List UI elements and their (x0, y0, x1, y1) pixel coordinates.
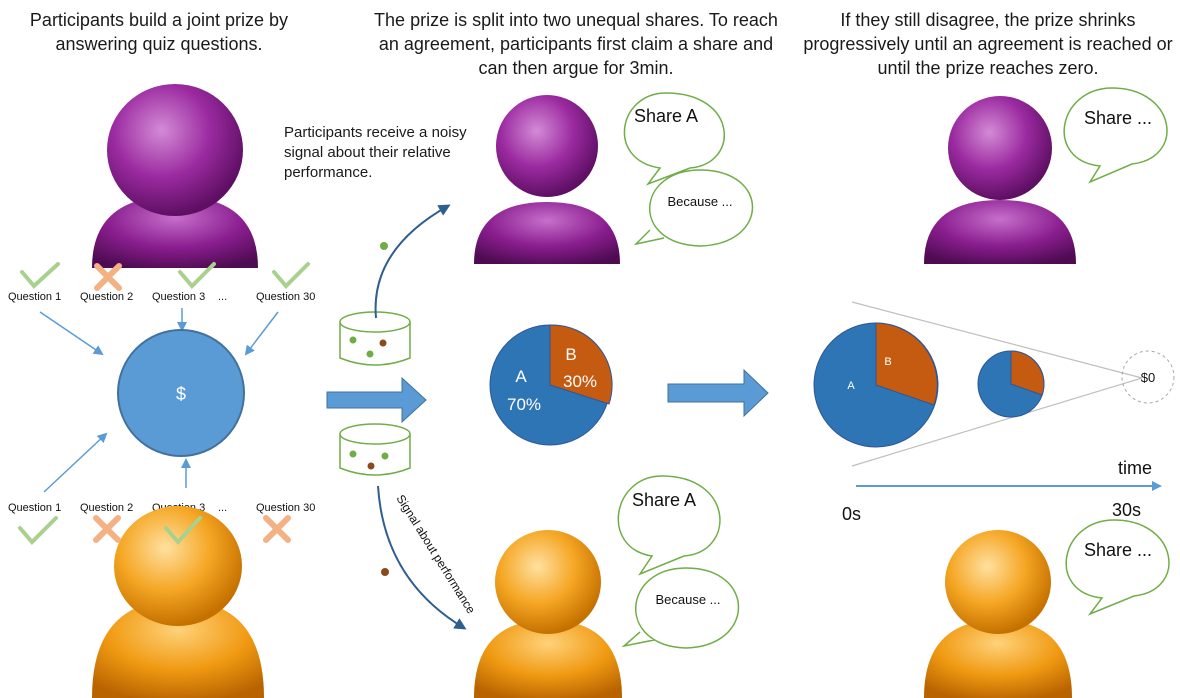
person-purple-right (924, 96, 1076, 264)
bubble-text: Share A (632, 490, 696, 510)
split-pie: A 70% B 30% (489, 324, 613, 446)
shrink-funnel (851, 301, 1143, 467)
caption-left: Participants build a joint prize by answ… (29, 10, 289, 54)
person-purple-left (92, 84, 258, 268)
speech-bubble-claim-bottom: Share A (617, 475, 721, 576)
speech-bubble-argue-bottom: Because ... (621, 567, 740, 649)
question-labels-top: Question 1 Question 2 Question 3 ... Que… (8, 291, 315, 303)
signal-arrow-bottom: Signal about performance (377, 485, 478, 630)
pie-label-a: A (515, 367, 527, 386)
prize-symbol: $ (176, 384, 186, 404)
speech-bubble-claim-top: Share A (623, 92, 725, 186)
end-value: $0 (1141, 370, 1155, 385)
question-label: ... (218, 502, 227, 514)
timeline-start: 0s (842, 504, 861, 524)
speech-bubble-icon (1063, 87, 1168, 184)
shrink-end-point: $0 (1121, 350, 1175, 404)
question-label: Question 2 (80, 291, 133, 303)
checks-bottom (18, 515, 291, 546)
shrink-pie-large: A B (813, 322, 939, 448)
shrink-pie-small (977, 350, 1045, 418)
shrink-label-a: A (847, 380, 855, 392)
person-purple-middle (474, 95, 620, 264)
timeline-label: time (1118, 458, 1152, 478)
signal-cylinder-bottom (339, 423, 411, 476)
bubble-text: Because ... (667, 194, 732, 209)
cross-icon (263, 515, 291, 543)
speech-bubble-icon (617, 475, 721, 576)
question-arrows (39, 308, 279, 493)
bubble-text: Share ... (1084, 108, 1152, 128)
speech-bubble-right-top: Share ... (1063, 87, 1168, 184)
question-label: Question 2 (80, 502, 133, 514)
pie-value-b: 30% (563, 372, 597, 391)
person-orange-middle (474, 530, 622, 698)
caption-middle: The prize is split into two unequal shar… (374, 10, 778, 78)
signal-arrow-top (374, 204, 451, 319)
check-icon (164, 516, 202, 546)
check-icon (20, 262, 60, 289)
cross-icon (94, 263, 122, 291)
bubble-text: Share ... (1084, 540, 1152, 560)
question-label: Question 1 (8, 502, 61, 514)
pie-label-b: B (565, 345, 576, 364)
arrow-icon (326, 376, 427, 424)
bubble-text: Because ... (655, 592, 720, 607)
person-orange-left (92, 506, 264, 698)
bubble-text: Share A (634, 106, 698, 126)
shrink-label-b: B (884, 356, 891, 368)
question-label: ... (218, 291, 227, 303)
speech-bubble-argue-top: Because ... (633, 169, 754, 247)
question-label: Question 1 (8, 291, 61, 303)
question-label: Question 3 (152, 291, 205, 303)
check-icon (18, 516, 58, 545)
check-icon (272, 262, 310, 289)
arrow-icon (667, 368, 769, 418)
signal-note: Participants receive a noisy signal abou… (284, 124, 467, 181)
speech-bubble-right-bottom: Share ... (1065, 519, 1170, 616)
question-label: Question 30 (256, 291, 315, 303)
speech-bubble-icon (621, 567, 740, 649)
check-icon (178, 262, 216, 289)
question-label: Question 30 (256, 502, 315, 514)
caption-right: If they still disagree, the prize shrink… (803, 10, 1173, 78)
joint-prize: $ (117, 329, 245, 457)
cross-icon (93, 515, 121, 543)
checks-top (20, 262, 310, 291)
timeline-end: 30s (1112, 500, 1141, 520)
speech-bubble-icon (633, 169, 754, 247)
signal-label: Signal about performance (393, 492, 478, 616)
timeline: time 0s 30s (842, 458, 1162, 524)
signal-cylinder-top (339, 311, 411, 366)
person-orange-right (924, 530, 1072, 698)
speech-bubble-icon (623, 92, 725, 186)
pie-value-a: 70% (507, 395, 541, 414)
speech-bubble-icon (1065, 519, 1170, 616)
